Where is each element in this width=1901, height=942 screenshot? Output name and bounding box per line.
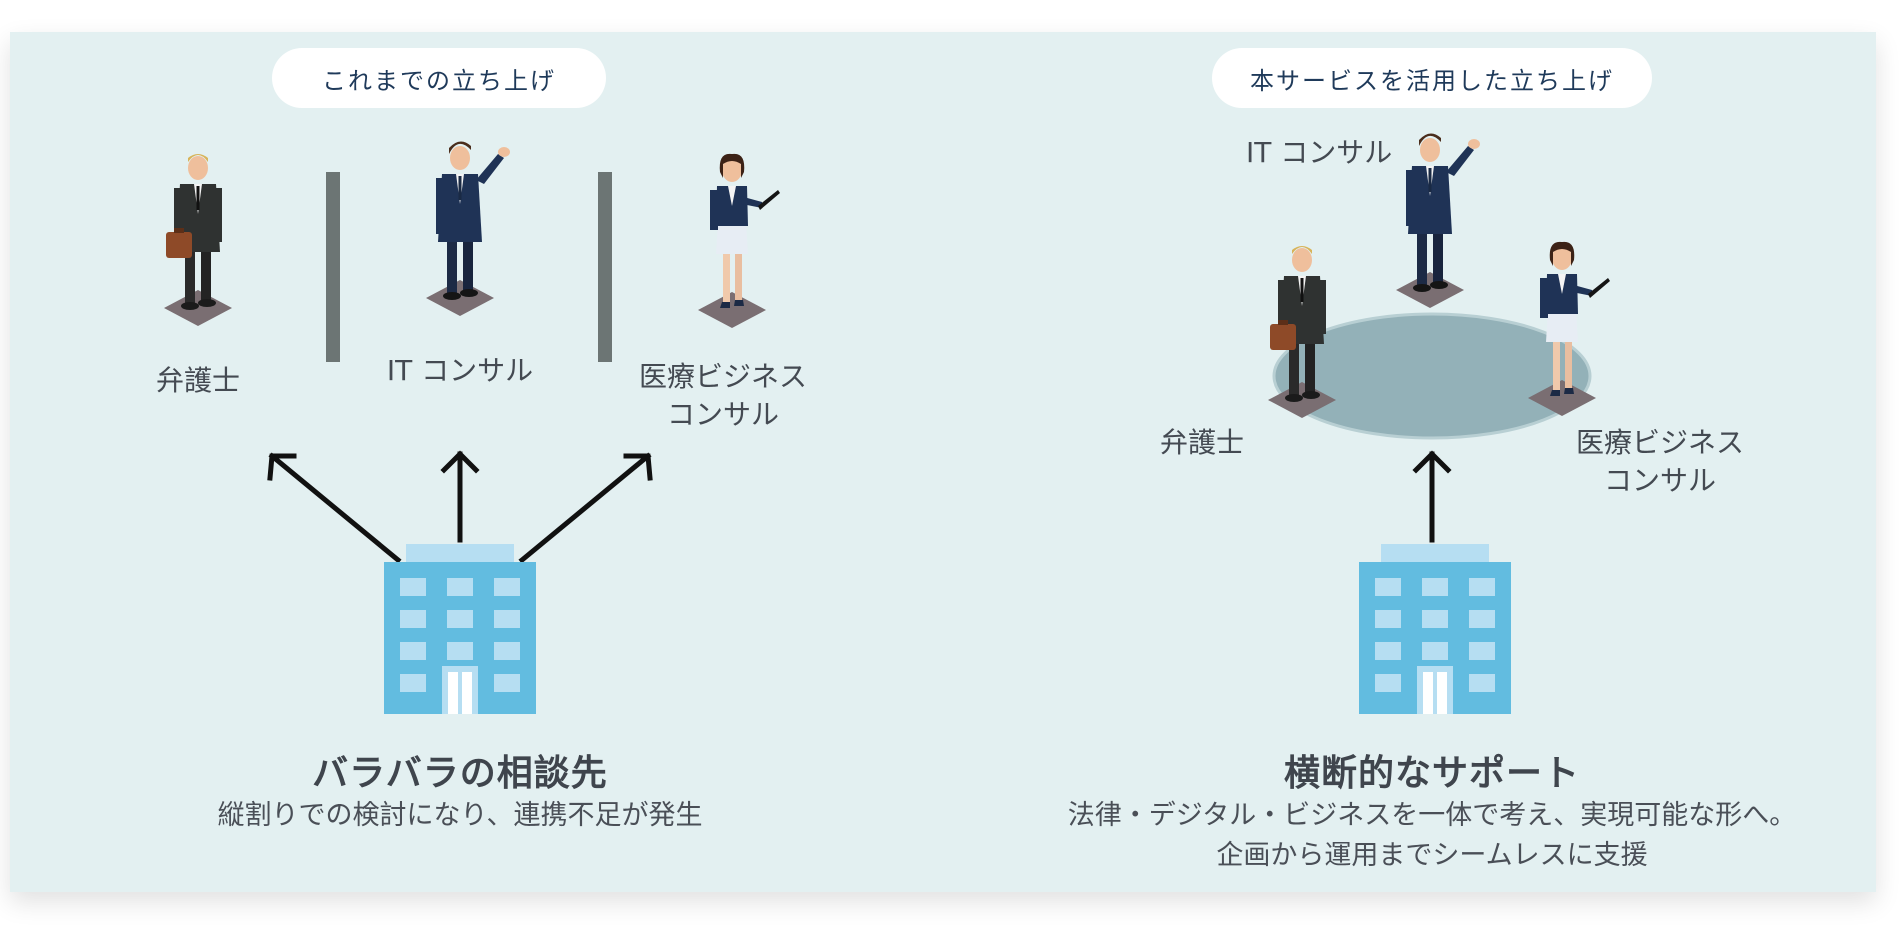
left-it-label: IT コンサル	[386, 354, 534, 387]
arrow-icon	[518, 452, 653, 564]
left-heading: これまでの立ち上げ	[322, 66, 556, 95]
building-icon	[1359, 544, 1511, 714]
right-description-line2: 企画から運用までシームレスに支援	[1216, 840, 1648, 871]
right-medical-label-line2: コンサル	[1603, 464, 1716, 497]
right-it-label: IT コンサル	[1246, 136, 1393, 169]
diagram-panel	[10, 32, 1876, 892]
lawyer-icon	[164, 154, 232, 326]
building-icon	[384, 544, 536, 714]
left-medical-label-line2: コンサル	[666, 398, 779, 431]
right-medical-label-line1: 医療ビジネス	[1575, 426, 1744, 459]
left-heading-pill: これまでの立ち上げ	[272, 48, 606, 108]
right-description: 法律・デジタル・ビジネスを一体で考え、実現可能な形へ。 企画から運用までシームレ…	[1032, 796, 1832, 876]
left-lawyer-label: 弁護士	[155, 364, 240, 397]
medical-consultant-icon	[698, 153, 780, 328]
right-heading-pill: 本サービスを活用した立ち上げ	[1212, 48, 1652, 108]
left-medical-label: 医療ビジネス コンサル	[628, 358, 818, 434]
divider-icon	[598, 172, 612, 362]
shared-platform	[1272, 312, 1592, 440]
right-medical-label: 医療ビジネス コンサル	[1560, 424, 1760, 500]
arrow-icon	[267, 452, 402, 564]
left-description: 縦割りでの検討になり、連携不足が発生	[217, 800, 703, 831]
right-description-line1: 法律・デジタル・ビジネスを一体で考え、実現可能な形へ。	[1067, 800, 1797, 831]
divider-icon	[326, 172, 340, 362]
right-title: 横断的なサポート	[1283, 753, 1580, 794]
it-consultant-icon	[1396, 133, 1480, 308]
arrow-icon	[440, 450, 480, 543]
right-heading: 本サービスを活用した立ち上げ	[1250, 66, 1614, 95]
it-consultant-icon	[426, 141, 510, 316]
right-lawyer-label: 弁護士	[1160, 426, 1245, 459]
left-title: バラバラの相談先	[312, 753, 608, 794]
arrow-icon	[1412, 450, 1452, 543]
left-medical-label-line1: 医療ビジネス	[638, 360, 807, 393]
